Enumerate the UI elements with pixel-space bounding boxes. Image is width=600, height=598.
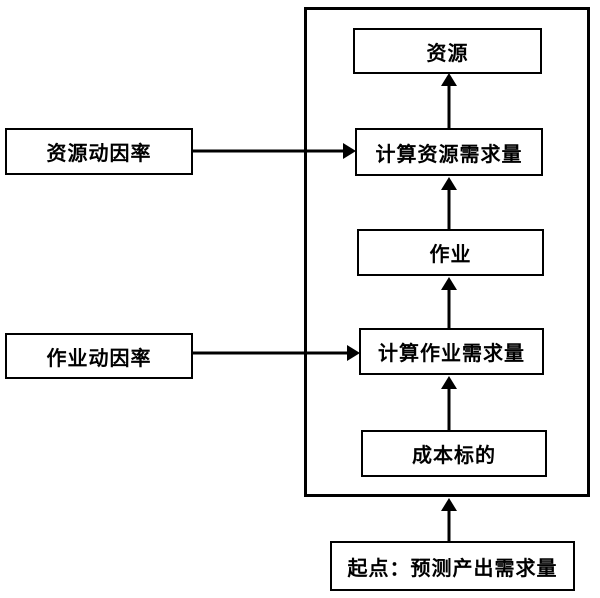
box-resource-label: 资源 bbox=[426, 42, 469, 65]
arrow-cost-object-to-calc-activity bbox=[441, 376, 457, 431]
arrow-calc-activity-to-activity bbox=[441, 277, 457, 329]
box-calc-resource-demand: 计算资源需求量 bbox=[355, 128, 543, 176]
box-calc-activity-demand-label: 计算作业需求量 bbox=[378, 343, 525, 365]
box-activity: 作业 bbox=[357, 229, 544, 276]
box-calc-activity-demand: 计算作业需求量 bbox=[359, 328, 544, 375]
arrow-start-point-to-boundary bbox=[441, 498, 457, 542]
arrow-head-up-icon bbox=[441, 177, 457, 190]
arrow-head-right-icon bbox=[343, 143, 356, 159]
box-cost-object-label: 成本标的 bbox=[412, 445, 496, 467]
box-start-point: 起点：预测产出需求量 bbox=[330, 541, 575, 591]
box-resource-driver-rate-label: 资源动因率 bbox=[46, 143, 152, 165]
box-resource: 资源 bbox=[353, 28, 542, 74]
box-activity-driver-rate: 作业动因率 bbox=[5, 333, 193, 379]
arrow-head-up-icon bbox=[441, 376, 457, 389]
arrow-head-up-icon bbox=[441, 498, 457, 511]
box-start-point-label: 起点：预测产出需求量 bbox=[347, 557, 558, 580]
arrow-resource-driver-to-calc-resource bbox=[193, 143, 356, 159]
model-boundary-box bbox=[304, 7, 590, 497]
box-activity-driver-rate-label: 作业动因率 bbox=[46, 347, 152, 370]
box-calc-resource-demand-label: 计算资源需求量 bbox=[375, 143, 523, 166]
arrow-head-up-icon bbox=[441, 73, 457, 86]
box-activity-label: 作业 bbox=[429, 244, 472, 266]
arrow-head-up-icon bbox=[441, 277, 457, 290]
arrow-activity-to-calc-resource bbox=[441, 177, 457, 230]
arrow-calc-resource-to-resource bbox=[441, 73, 457, 129]
arrow-head-right-icon bbox=[347, 345, 360, 361]
box-resource-driver-rate: 资源动因率 bbox=[5, 128, 193, 175]
box-cost-object: 成本标的 bbox=[361, 430, 547, 477]
arrow-activity-driver-to-calc-activity bbox=[193, 345, 360, 361]
